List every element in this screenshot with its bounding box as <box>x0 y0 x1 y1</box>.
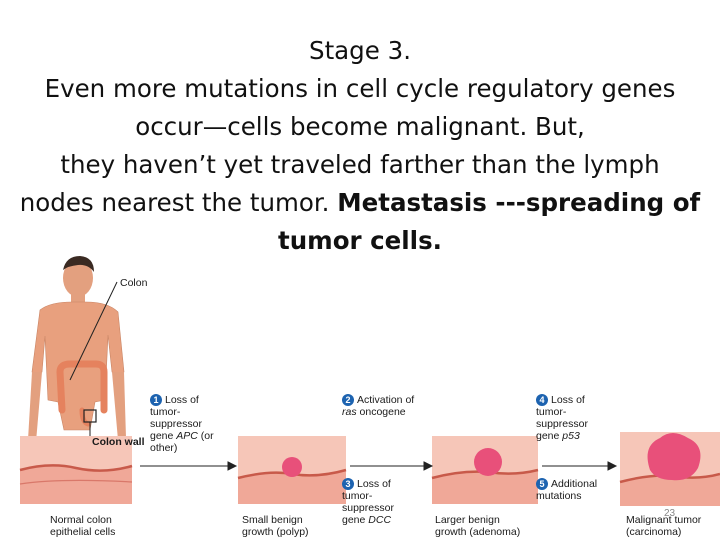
step-5-l2: mutations <box>536 490 582 502</box>
step-4-badge: 4 <box>536 394 548 406</box>
step-5-l1: Additional <box>551 478 598 490</box>
step-3-badge: 3 <box>342 478 354 490</box>
step-3-l2: tumor- <box>342 490 373 502</box>
tissue-panel-adenoma <box>431 436 539 504</box>
tissue-panel-polyp <box>237 436 347 504</box>
title-line-5: nodes nearest the tumor. Metastasis ---s… <box>0 184 720 222</box>
step-2-gene: ras <box>342 406 357 418</box>
step-3-l1: Loss of <box>357 478 391 490</box>
stage-carcinoma-line1: Malignant tumor <box>626 514 702 526</box>
title-line-3: occur—cells become malignant. But, <box>135 112 585 141</box>
step-1-badge: 1 <box>150 394 162 406</box>
title-bold-1: Metastasis ---spreading of <box>337 188 701 217</box>
step-1-l1: Loss of <box>165 394 199 406</box>
step-2-l2b: oncogene <box>356 406 406 418</box>
step-2-l1: Activation of <box>357 394 415 406</box>
step-4-l3: suppressor <box>536 418 588 430</box>
stage-carcinoma-line2: (carcinoma) <box>626 526 682 538</box>
human-figure <box>28 256 126 442</box>
stage-polyp-line2: growth (polyp) <box>242 526 309 538</box>
title-line-2: Even more mutations in cell cycle regula… <box>44 74 676 103</box>
stage-label-carcinoma: Malignant tumor(carcinoma) <box>626 514 701 538</box>
stage-adenoma-line1: Larger benign <box>435 514 500 526</box>
step-4-l4a: gene <box>536 430 563 442</box>
stage-normal-line2: epithelial cells <box>50 526 116 538</box>
slide-title: Stage 3. Even more mutations in cell cyc… <box>0 32 720 260</box>
step-5-badge: 5 <box>536 478 548 490</box>
page-number: 23 <box>664 508 676 519</box>
stage-polyp-line1: Small benign <box>242 514 303 526</box>
colon-leader-line <box>69 281 118 381</box>
step-3-l4a: gene <box>342 514 369 526</box>
step-1-l4a: gene <box>150 430 177 442</box>
colon-label: Colon <box>120 277 148 289</box>
colon-wall-label: Colon wall <box>92 436 145 448</box>
stage-adenoma-line2: growth (adenoma) <box>435 526 521 538</box>
step-1-l5: other) <box>150 442 178 454</box>
title-bold-2: tumor cells. <box>278 226 442 255</box>
step-4-l1: Loss of <box>551 394 585 406</box>
step-2-badge: 2 <box>342 394 354 406</box>
stage-normal-line1: Normal colon <box>50 514 112 526</box>
step-1-l3: suppressor <box>150 418 202 430</box>
title-line-6: tumor cells. <box>0 222 720 260</box>
title-line-4: they haven’t yet traveled farther than t… <box>60 150 660 179</box>
tissue-panel-carcinoma <box>619 432 720 506</box>
step-3-l3: suppressor <box>342 502 394 514</box>
title-line-5-text: nodes nearest the tumor. <box>19 188 338 217</box>
step-4-l2: tumor- <box>536 406 567 418</box>
step-3-gene: DCC <box>368 514 392 526</box>
title-line-1: Stage 3. <box>309 36 411 65</box>
step-1-l4b: (or <box>197 430 214 442</box>
step-1-gene: APC <box>176 430 198 442</box>
step-1-l2: tumor- <box>150 406 181 418</box>
progression-arrows <box>140 461 618 471</box>
step-4-gene: p53 <box>562 430 580 442</box>
tissue-panel-normal <box>19 436 133 504</box>
